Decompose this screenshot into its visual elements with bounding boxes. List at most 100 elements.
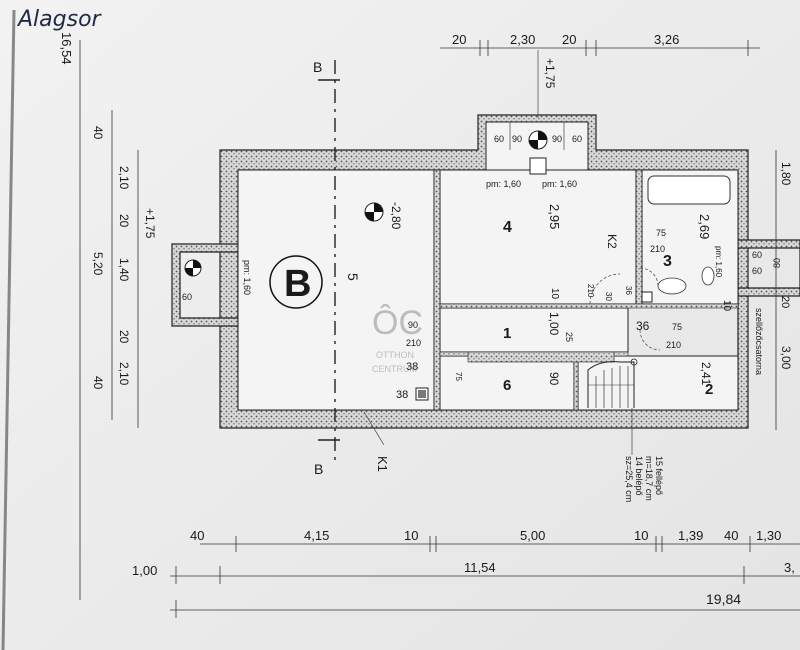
bottom-dim: 10 (404, 528, 418, 543)
door-label: 36 (624, 286, 633, 295)
stair-note-line: m=18,7 cm (644, 456, 654, 501)
room-b-height: -2,80 (389, 202, 403, 230)
watermark-logo: ÔC (372, 304, 423, 342)
room-3-number: 3 (663, 253, 672, 270)
section-mark-top: B (313, 59, 322, 75)
room-6-height: 90 (547, 372, 561, 386)
room-2 (577, 355, 739, 411)
room-6-number: 6 (503, 377, 511, 394)
room-3-height: 2,69 (697, 214, 712, 239)
bottom-dim: 3, (784, 560, 795, 575)
door-label: 36 (636, 319, 650, 333)
stair-note: 15 fellépő m=18,7 cm 14 belépő sz=25,4 c… (624, 408, 664, 502)
left-dim: 1,40 (117, 258, 131, 282)
room-4 (439, 169, 637, 305)
staircase (587, 358, 638, 408)
k1-label: K1 (375, 456, 390, 472)
pm-label-left: pm: 1,60 (242, 260, 252, 295)
bottom-dim: 1,39 (678, 528, 703, 543)
bottom-dim: 1,00 (132, 563, 157, 578)
top-dimension-chain: 20 2,30 20 3,26 +1,75 (440, 32, 760, 118)
pm-label-right: pm: 1,60 (714, 246, 723, 278)
window-label: 80 (772, 258, 782, 268)
door-label: 90 (408, 320, 418, 330)
bottom-dimension-chain-2: 1,00 11,54 3, (132, 560, 800, 584)
door-label: 38 (396, 389, 408, 401)
right-dim: 1,80 (779, 162, 793, 186)
door-label: 10 (549, 288, 560, 300)
room-b (237, 169, 435, 411)
top-dim: 3,26 (654, 32, 679, 47)
chimney-top (529, 157, 547, 175)
watermark: ÔC OTTHON CENTRUM (372, 304, 423, 374)
door-label: 210 (650, 244, 665, 254)
door-label: 10 (721, 300, 732, 312)
window-label: 60 (752, 266, 762, 276)
room-2-number: 2 (705, 381, 713, 398)
room-b-circle (269, 255, 323, 309)
top-bay-window-cells: 60 90 90 60 (494, 122, 582, 150)
chimney-square-right (641, 291, 653, 303)
left-dim: 40 (91, 126, 105, 140)
left-dim: 40 (91, 376, 105, 390)
top-dim: 20 (452, 32, 466, 47)
door-label: 210 (586, 284, 595, 298)
right-dimension-chain: 1,80 20 3,00 szellőzőcsatorna (754, 150, 793, 430)
bottom-dim: 4,15 (304, 528, 329, 543)
top-level: +1,75 (543, 58, 557, 89)
stair-note-line: 14 belépő (634, 456, 644, 496)
gutter-label: szellőzőcsatorna (754, 308, 764, 375)
toilet (701, 266, 715, 286)
pm-label-top-b: pm: 1,60 (542, 179, 577, 189)
floor-title: Alagsor (16, 7, 103, 32)
door-swing-k2 (589, 273, 621, 305)
door-label: 25 (564, 332, 574, 342)
watermark-line1: OTTHON (376, 350, 414, 360)
right-dim: 3,00 (779, 346, 793, 370)
window-label: 60 (752, 250, 762, 260)
stair-note-line: sz=25,4 cm (624, 456, 634, 502)
level-marker-b (364, 202, 384, 222)
room-b-number: 5 (345, 273, 361, 281)
bathtub (647, 175, 731, 205)
left-dim: 5,20 (91, 252, 105, 276)
bottom-dim: 10 (634, 528, 648, 543)
window-label: 60 (494, 134, 504, 144)
bottom-dimension-chain-1: 40 4,15 10 5,00 10 1,39 40 1,30 (190, 528, 800, 552)
door-label: 75 (454, 372, 463, 381)
washbasin (657, 277, 687, 295)
top-dim: 2,30 (510, 32, 535, 47)
bottom-dim: 40 (190, 528, 204, 543)
bottom-dim: 1,30 (756, 528, 781, 543)
left-dim-total: 16,54 (59, 32, 74, 65)
window-label: 90 (552, 134, 562, 144)
door-label: 30 (604, 292, 613, 301)
watermark-line2: CENTRUM (372, 364, 417, 374)
right-dim: 20 (779, 296, 791, 308)
bottom-dimension-chain-3: 19,84 (170, 591, 800, 618)
pm-label-top-a: pm: 1,60 (486, 179, 521, 189)
level-marker-top (528, 130, 548, 150)
window-label: 60 (182, 292, 192, 302)
top-dim: 20 (562, 32, 576, 47)
section-line-b: B B (313, 59, 340, 477)
k2-label: K2 (605, 234, 619, 249)
left-dimension-chain: 16,54 40 2,10 20 1,40 5,20 20 2,10 40 +1… (59, 32, 157, 600)
door-label: 210 (406, 338, 421, 348)
door-label: 75 (656, 228, 666, 238)
left-dim: 2,10 (117, 166, 131, 190)
left-level: +1,75 (143, 208, 157, 239)
room-b-letter: B (284, 263, 311, 305)
door-label: 75 (672, 322, 682, 332)
bottom-dim: 5,00 (520, 528, 545, 543)
left-dim: 2,10 (117, 362, 131, 386)
door-label: 210 (666, 340, 681, 350)
window-label: 60 (572, 134, 582, 144)
room-1-height: 1,00 (547, 312, 561, 336)
room-1-number: 1 (503, 325, 511, 342)
door-label: 38 (406, 361, 418, 373)
section-mark-bottom: B (314, 461, 323, 477)
bottom-dim: 40 (724, 528, 738, 543)
room-4-number: 4 (503, 219, 512, 236)
